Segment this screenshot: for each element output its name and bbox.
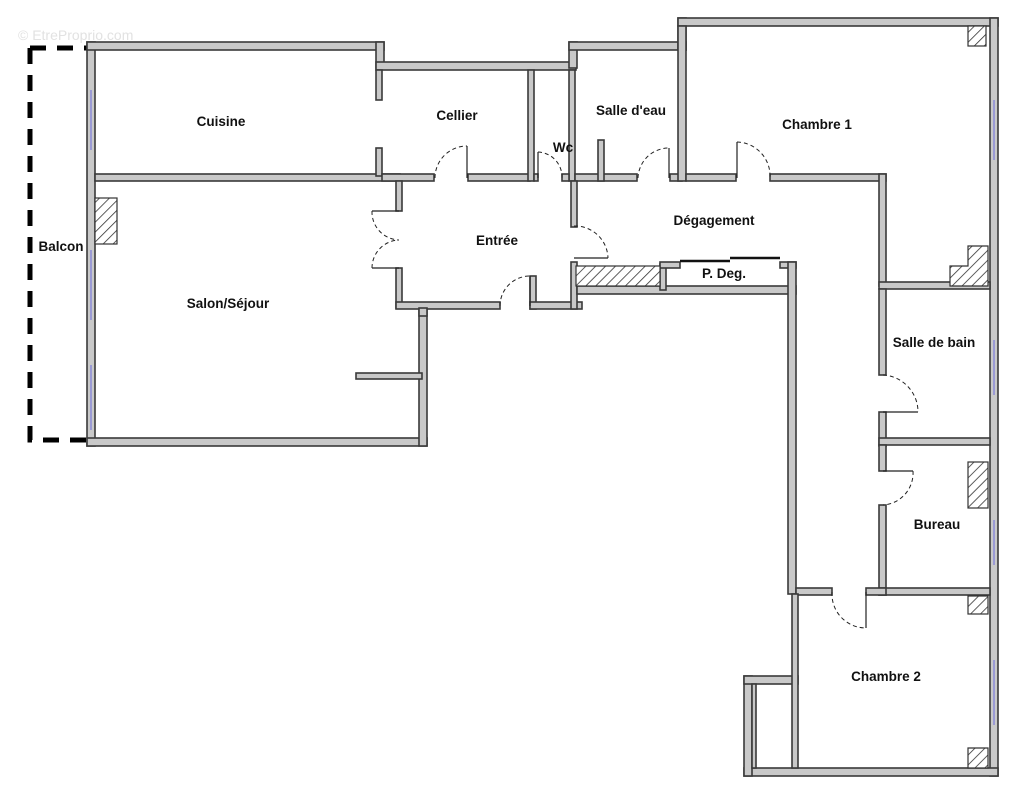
outer-walls	[86, 17, 999, 777]
label-entree: Entrée	[476, 233, 519, 248]
label-salle-de-bain: Salle de bain	[893, 335, 976, 350]
label-degagement: Dégagement	[673, 213, 755, 228]
windows	[90, 90, 995, 725]
label-wc: Wc	[553, 140, 574, 155]
ducts	[94, 25, 989, 769]
label-cuisine: Cuisine	[197, 114, 246, 129]
balcony-outline	[27, 45, 88, 443]
label-p-deg: P. Deg.	[702, 266, 746, 281]
label-balcon: Balcon	[38, 239, 83, 254]
doors	[371, 141, 919, 629]
label-salon-sejour: Salon/Séjour	[187, 296, 270, 311]
watermark-text: © EtreProprio.com	[18, 27, 133, 43]
label-salle-eau: Salle d'eau	[596, 103, 666, 118]
label-bureau: Bureau	[914, 517, 961, 532]
room-labels: Cuisine Cellier Wc Salle d'eau Chambre 1…	[38, 103, 975, 684]
label-cellier: Cellier	[436, 108, 478, 123]
interior-walls	[94, 25, 991, 769]
label-chambre-2: Chambre 2	[851, 669, 921, 684]
placard-doors	[680, 256, 780, 263]
label-chambre-1: Chambre 1	[782, 117, 852, 132]
